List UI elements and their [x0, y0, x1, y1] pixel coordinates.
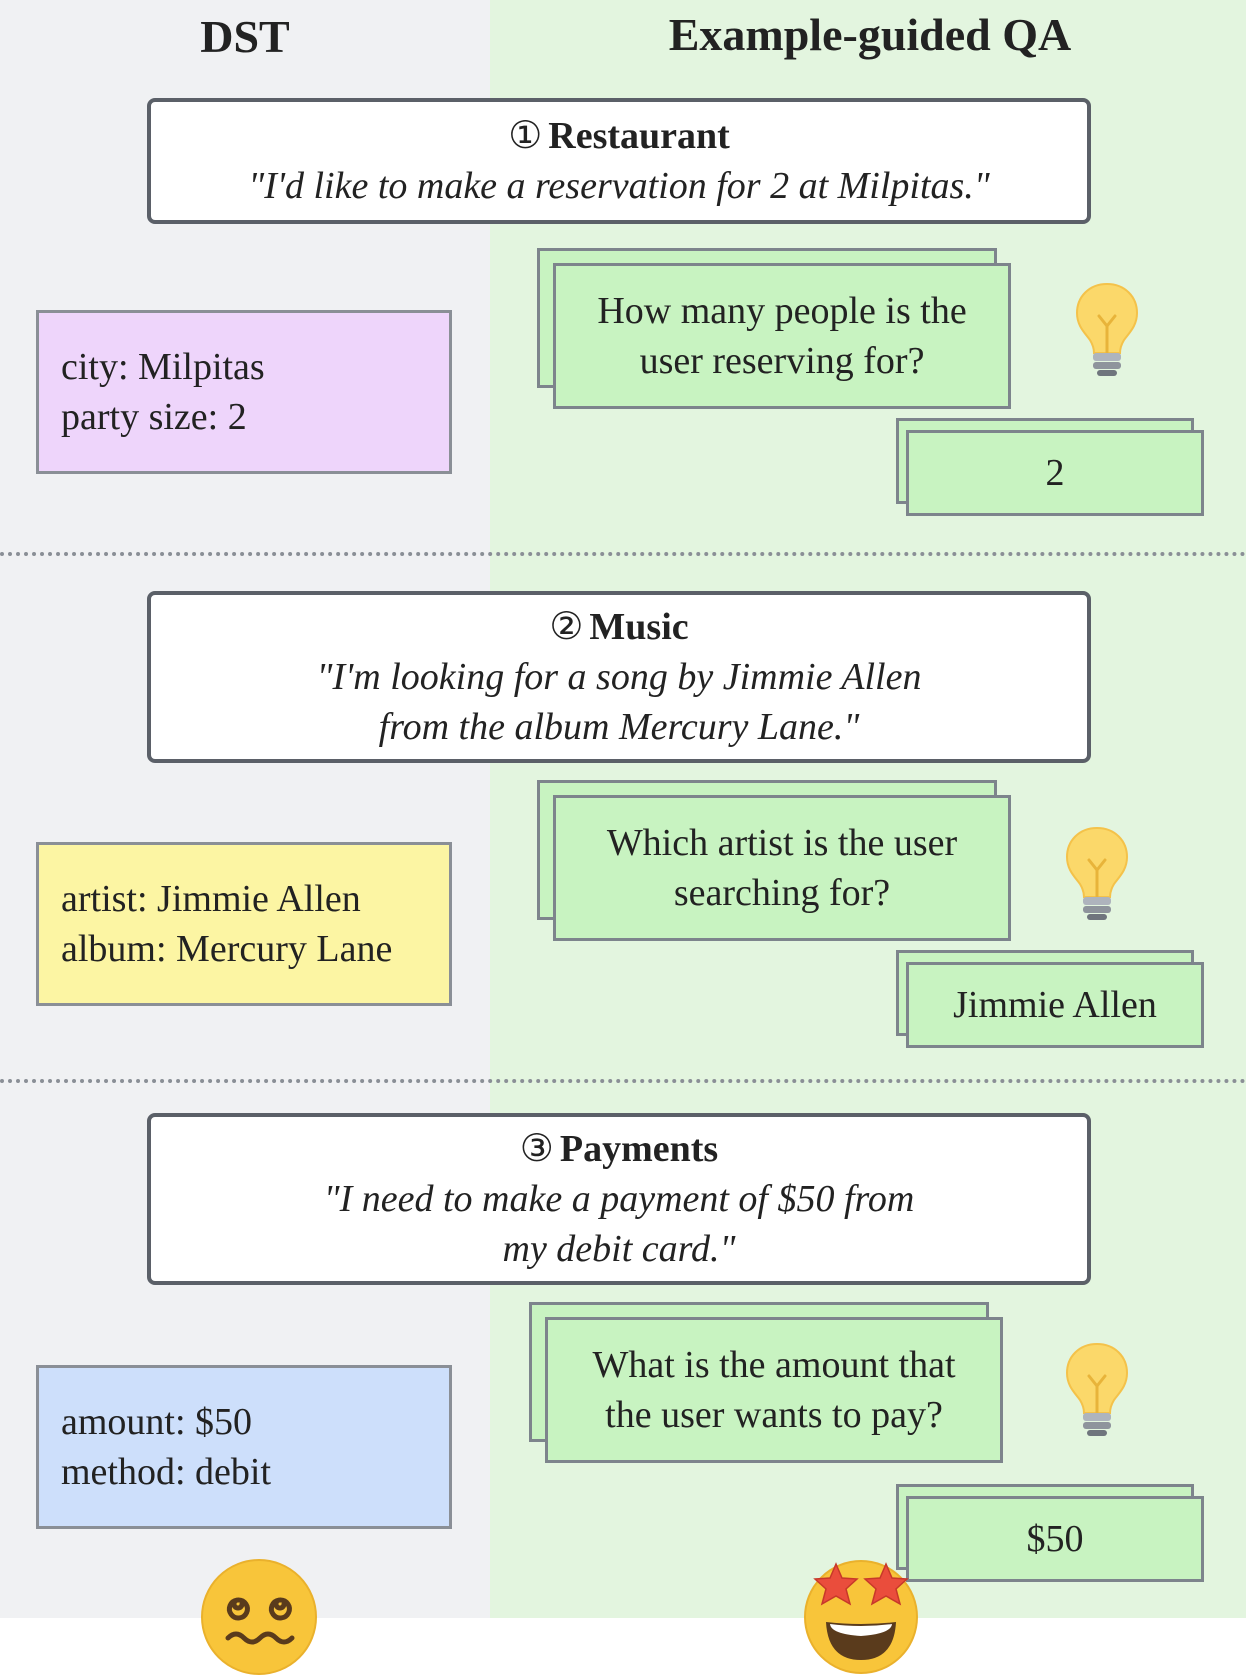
question-line: What is the amount that [592, 1344, 956, 1386]
domain-label: Payments [559, 1128, 719, 1170]
slot-line: amount: $50 [61, 1401, 253, 1443]
section-number: ② [549, 606, 584, 648]
slot-box-music: artist: Jimmie Allen album: Mercury Lane [36, 842, 452, 1006]
answer-text: $50 [1026, 1518, 1084, 1560]
question-card-payments: What is the amount that the user wants t… [545, 1317, 1003, 1463]
utterance-line: "I need to make a payment of $50 from [323, 1178, 915, 1220]
qa-header: Example-guided QA [668, 9, 1072, 60]
question-line: searching for? [673, 872, 891, 914]
question-line: the user wants to pay? [605, 1394, 943, 1436]
dizzy-face-icon [201, 1559, 317, 1675]
answer-card-music: Jimmie Allen [906, 962, 1204, 1048]
star-struck-face-icon [804, 1560, 918, 1674]
slot-box-restaurant: city: Milpitas party size: 2 [36, 310, 452, 474]
slot-line: party size: 2 [61, 396, 247, 438]
light-bulb-icon [1065, 1342, 1129, 1436]
slot-line: method: debit [61, 1451, 272, 1493]
utterance-line: from the album Mercury Lane." [378, 706, 860, 748]
question-line: Which artist is the user [606, 822, 958, 864]
question-line: How many people is the [597, 290, 967, 332]
question-card-music: Which artist is the user searching for? [553, 795, 1011, 941]
answer-text: Jimmie Allen [953, 984, 1157, 1026]
utterance-line: my debit card." [502, 1228, 736, 1270]
section-divider [0, 552, 1246, 556]
section-number: ③ [519, 1128, 554, 1170]
answer-card-payments: $50 [906, 1496, 1204, 1582]
question-line: user reserving for? [639, 340, 925, 382]
slot-line: artist: Jimmie Allen [61, 878, 361, 920]
slot-line: city: Milpitas [61, 346, 265, 388]
section-divider [0, 1079, 1246, 1083]
light-bulb-icon [1065, 826, 1129, 920]
slot-box-payments: amount: $50 method: debit [36, 1365, 452, 1529]
answer-card-restaurant: 2 [906, 430, 1204, 516]
dst-column [0, 0, 490, 1618]
domain-label: Restaurant [548, 115, 730, 157]
light-bulb-icon [1075, 282, 1139, 376]
section-number: ① [508, 115, 543, 157]
answer-text: 2 [1045, 452, 1065, 494]
question-card-restaurant: How many people is the user reserving fo… [553, 263, 1011, 409]
domain-label: Music [589, 606, 689, 648]
slot-line: album: Mercury Lane [61, 928, 393, 970]
utterance-line: "I'm looking for a song by Jimmie Allen [316, 656, 922, 698]
dst-header: DST [200, 11, 290, 62]
utterance-line: "I'd like to make a reservation for 2 at… [248, 165, 990, 207]
